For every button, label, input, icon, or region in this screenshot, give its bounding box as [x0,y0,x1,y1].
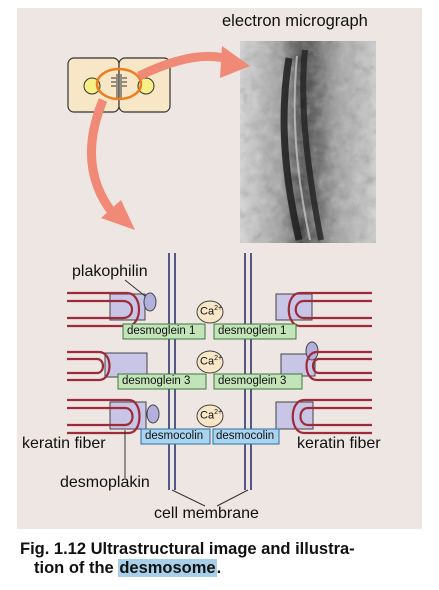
keratin-fiber-label-right: keratin fiber [297,435,381,452]
desmocolin-right-label: desmocolin [216,430,275,442]
electron-micrograph-image [240,41,376,243]
calcium-ions [196,300,224,428]
calcium-ion-label-3: Ca2+ [200,409,223,422]
desmoglein1-right-label: desmoglein 1 [218,325,287,337]
desmocolin-left-label: desmocolin [145,430,204,442]
keratin-fibers [67,291,372,435]
desmoglein3-right-label: desmoglein 3 [218,375,287,387]
desmocolin-boxes [140,428,280,445]
desmosome-figure: electron micrograph plakophilin keratin … [17,8,422,529]
calcium-ion-label-2: Ca2+ [200,355,223,368]
electron-micrograph-label: electron micrograph [222,12,368,30]
plakophilin-pointer [124,279,146,297]
keratin-fiber-label-left: keratin fiber [22,435,106,452]
figure-drawing [67,41,376,507]
desmoglein1-left-label: desmoglein 1 [127,325,196,337]
caption-line-1: Fig. 1.12 Ultrastructural image and illu… [20,540,355,558]
highlight-ring [95,67,143,101]
caption-line-2: tion of the desmosome. [34,559,222,577]
arrow-to-illustration-head [101,200,135,230]
figure-caption: Fig. 1.12 Ultrastructural image and illu… [20,540,420,578]
desmoglein-boxes [117,323,303,390]
plakophilin-label: plakophilin [72,263,148,280]
desmoplakin-label: desmoplakin [60,474,150,491]
cell-membrane-label: cell membrane [154,505,259,522]
caption-highlight: desmosome [118,559,217,577]
cell-membrane-lines [168,253,252,490]
desmoglein3-left-label: desmoglein 3 [122,375,191,387]
calcium-ion-label-1: Ca2+ [200,305,223,318]
cell-membrane-pointer [171,489,249,507]
arrow-to-micrograph-head [220,46,250,78]
arrow-to-illustration [86,98,119,219]
